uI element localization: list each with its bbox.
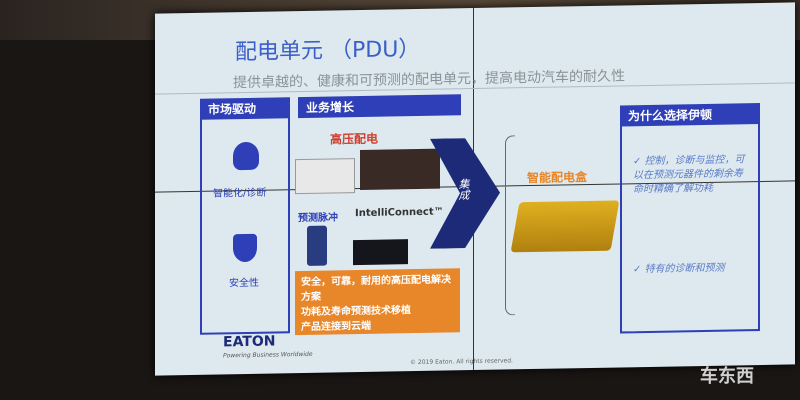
phone-photo bbox=[307, 225, 327, 266]
market-header: 市场驱动 bbox=[200, 97, 290, 120]
projected-slide: 配电单元 （PDU） 提供卓越的、健康和可预测的配电单元，提高电动汽车的耐久性 … bbox=[155, 2, 795, 376]
tagline: Powering Business Worldwide bbox=[223, 350, 313, 360]
why-column bbox=[620, 111, 760, 334]
business-header: 业务增长 bbox=[298, 94, 461, 119]
copyright: © 2019 Eaton. All rights reserved. bbox=[410, 357, 513, 367]
why-point: ✓ 特有的诊断和预测 bbox=[633, 262, 725, 276]
business-bullets: 安全，可靠，耐用的高压配电解决方案 功耗及寿命预测技术移植 产品连接到云端 bbox=[295, 268, 460, 336]
bullet: 安全，可靠，耐用的高压配电解决方案 bbox=[301, 274, 451, 304]
hv-product-photo bbox=[295, 158, 355, 195]
integration-arrow bbox=[430, 138, 500, 249]
why-header: 为什么选择伊顿 bbox=[620, 103, 760, 127]
box-label: 智能配电盒 bbox=[527, 170, 588, 186]
head-gear-icon bbox=[233, 141, 259, 171]
why-point-text: 控制，诊断与监控，可以在预测元器件的剩余寿命时精确了解功耗 bbox=[633, 154, 745, 196]
dashboard-photo bbox=[353, 239, 408, 266]
hv-product-photo bbox=[360, 148, 440, 191]
why-point: ✓ 控制，诊断与监控，可以在预测元器件的剩余寿命时精确了解功耗 bbox=[633, 154, 745, 196]
eaton-logo: EATON bbox=[223, 333, 276, 351]
bracket bbox=[505, 135, 515, 316]
arrow-label: 集成 bbox=[457, 178, 470, 201]
why-point-text: 特有的诊断和预测 bbox=[644, 262, 725, 276]
market-item-label: 安全性 bbox=[229, 277, 259, 290]
bullet: 产品连接到云端 bbox=[301, 320, 371, 334]
hv-label: 高压配电 bbox=[330, 131, 379, 147]
slide-title: 配电单元 （PDU） bbox=[235, 36, 421, 66]
watermark: 车东西 bbox=[700, 366, 754, 387]
pdu-box-photo bbox=[510, 200, 620, 253]
market-item-label: 智能化/诊断 bbox=[213, 187, 267, 200]
pulse-label: 预测脉冲 bbox=[298, 212, 338, 225]
